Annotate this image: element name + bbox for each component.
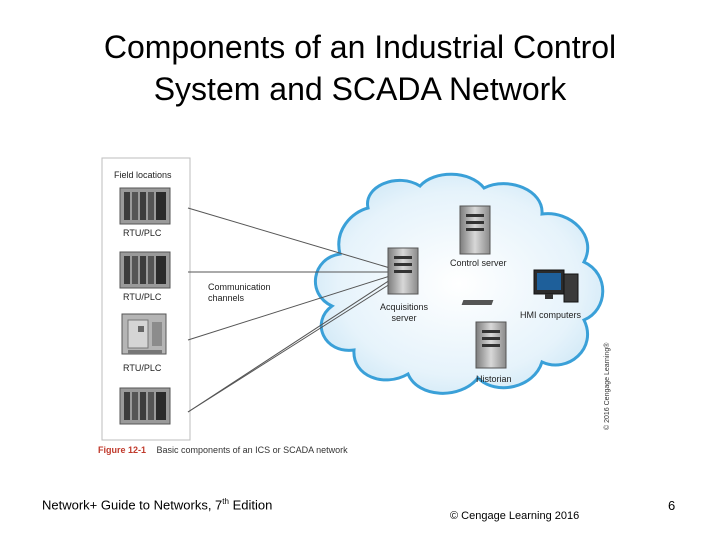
footer-book-title: Network+ Guide to Networks, 7th Edition [42, 497, 273, 513]
communication-lines [187, 207, 391, 413]
image-credit: © 2016 Cengage Learning® [604, 342, 611, 430]
comm-line-1 [187, 207, 391, 269]
rtu-plc-label-3: RTU/PLC [123, 363, 162, 373]
hmi-computer-icon [461, 269, 579, 305]
rtu-plc-device-2 [119, 251, 171, 289]
acquisitions-server-icon [387, 247, 419, 295]
title-line-2: System and SCADA Network [153, 71, 567, 107]
comm-line-4 [187, 279, 391, 413]
ics-scada-diagram: Field locations RTU/PLC RTU/PLC RTU/PLC … [98, 150, 628, 460]
rtu-plc-device-3 [119, 387, 171, 425]
figure-caption: Figure 12-1 Basic components of an ICS o… [98, 445, 348, 455]
hmi-computers-label: HMI computers [520, 310, 582, 320]
control-server-label: Control server [450, 258, 507, 268]
comm-line-5 [187, 283, 391, 413]
comm-line-3 [187, 275, 391, 341]
diagram-graphics [101, 157, 605, 441]
footer-copyright: © Cengage Learning 2016 [450, 510, 580, 522]
rtu-plc-cabinet [121, 313, 167, 355]
figure-number: Figure 12-1 [98, 445, 147, 455]
rtu-plc-label-1: RTU/PLC [123, 228, 162, 238]
historian-server-icon [475, 321, 507, 369]
slide-title: Components of an Industrial Control Syst… [40, 26, 680, 110]
figure-caption-text: Basic components of an ICS or SCADA netw… [156, 445, 348, 455]
control-server-icon [459, 205, 491, 255]
field-locations-label: Field locations [114, 170, 172, 180]
communication-channels-label: Communication channels [208, 282, 271, 304]
rtu-plc-label-2: RTU/PLC [123, 292, 162, 302]
title-line-1: Components of an Industrial Control [103, 29, 617, 65]
historian-label: Historian [476, 374, 512, 384]
rtu-plc-device-1 [119, 187, 171, 225]
network-cloud [314, 172, 605, 395]
acquisitions-server-label: Acquisitions server [379, 302, 429, 323]
page-number: 6 [668, 498, 676, 513]
